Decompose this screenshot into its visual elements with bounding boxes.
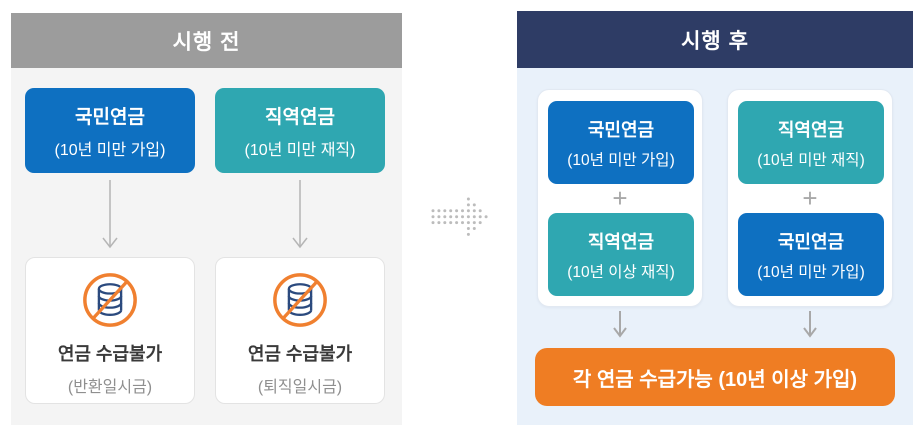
down-arrow-icon [292, 180, 308, 249]
benefit-banner: 각 연금 수급가능 (10년 이상 가입) [535, 348, 895, 406]
before-panel-header: 시행 전 [11, 13, 402, 68]
benefit-banner-text: 각 연금 수급가능 (10년 이상 가입) [572, 368, 858, 391]
dotted-arrow-right-icon [431, 197, 488, 236]
no-benefit-title: 연금 수급불가 [247, 344, 353, 364]
pension-box-subtitle: (10년 이상 재직) [567, 263, 675, 281]
after-panel: 시행 후 국민연금 (10년 미만 가입) + 직역연금 (10년 이상 재직)… [517, 11, 913, 425]
down-arrow-icon [613, 311, 627, 338]
pension-box-subtitle: (10년 미만 가입) [567, 151, 675, 169]
no-benefit-subtitle: (반환일시금) [67, 379, 153, 396]
no-pension-icon [273, 273, 327, 327]
before-panel-title: 시행 전 [172, 30, 241, 54]
after-panel-title: 시행 후 [681, 29, 749, 53]
no-benefit-card: 연금 수급불가 (퇴직일시금) [215, 257, 385, 404]
national-pension-box: 국민연금 (10년 미만 가입) [548, 101, 694, 184]
before-panel: 시행 전 국민연금 (10년 미만 가입) 직역연금 (10년 미만 재직) [11, 13, 402, 425]
no-pension-icon [83, 273, 137, 327]
occupational-pension-box: 직역연금 (10년 미만 재직) [738, 101, 884, 184]
pension-box-title: 국민연금 [777, 231, 845, 252]
pension-box-title: 국민연금 [587, 119, 655, 140]
plus-icon: + [612, 183, 628, 213]
occupational-pension-box: 직역연금 (10년 이상 재직) [548, 213, 694, 296]
down-arrow-icon [102, 180, 118, 249]
pension-box-title: 직역연금 [265, 106, 335, 128]
no-benefit-subtitle: (퇴직일시금) [257, 379, 343, 396]
occupational-pension-box: 직역연금 (10년 미만 재직) [215, 88, 385, 173]
pension-box-subtitle: (10년 미만 가입) [54, 141, 166, 159]
pension-box-title: 직역연금 [777, 119, 845, 140]
pension-box-subtitle: (10년 미만 재직) [757, 151, 865, 169]
down-arrow-icon [803, 311, 817, 338]
after-panel-header: 시행 후 [517, 11, 913, 68]
pension-combo-card: 직역연금 (10년 미만 재직) + 국민연금 (10년 미만 가입) [727, 89, 893, 307]
no-benefit-card: 연금 수급불가 (반환일시금) [25, 257, 195, 404]
pension-box-title: 직역연금 [587, 231, 655, 252]
pension-combo-card: 국민연금 (10년 미만 가입) + 직역연금 (10년 이상 재직) [537, 89, 703, 307]
national-pension-box: 국민연금 (10년 미만 가입) [738, 213, 884, 296]
no-benefit-title: 연금 수급불가 [57, 344, 163, 364]
pension-box-title: 국민연금 [75, 106, 145, 128]
pension-box-subtitle: (10년 미만 재직) [244, 141, 356, 159]
plus-icon: + [802, 183, 818, 213]
national-pension-box: 국민연금 (10년 미만 가입) [25, 88, 195, 173]
pension-box-subtitle: (10년 미만 가입) [757, 263, 865, 281]
